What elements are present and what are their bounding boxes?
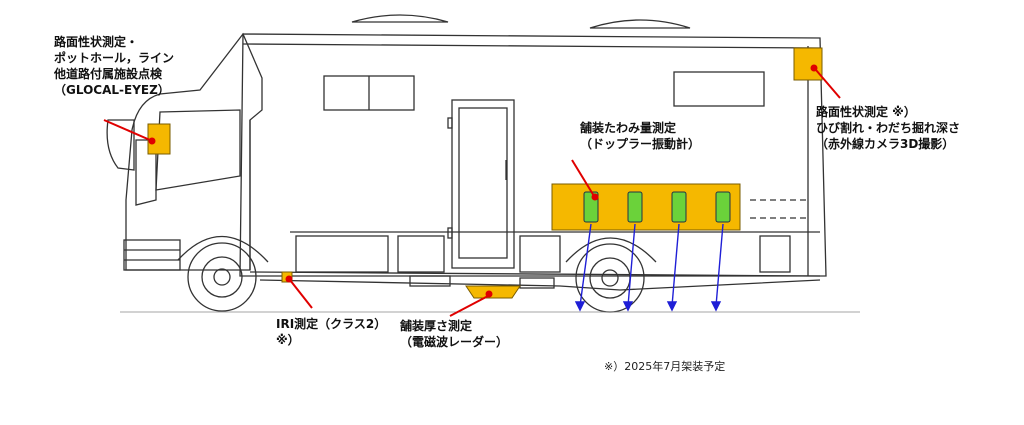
doppler-beams [574, 223, 724, 312]
label-radar: 舗装厚さ測定 （電磁波レーダー） [400, 319, 509, 349]
sensor-doppler-array [551, 183, 741, 231]
label-deflection: 舗装たわみ量測定 （ドップラー振動計） [580, 121, 701, 151]
truck-outline [106, 14, 860, 313]
label-rear-camera: 路面性状測定 ※） ひび割れ・わだち掘れ深さ （赤外線カメラ3D撮影） [816, 105, 961, 151]
sensor-rear-camera [793, 47, 823, 81]
label-iri: IRI測定（クラス2） ※） [276, 317, 387, 347]
footnote: ※）2025年7月架装予定 [604, 360, 726, 373]
leader-lines [103, 64, 841, 317]
label-glocal-eyez: 路面性状測定・ ポットホール，ライン 他道路付属施設点検 （GLOCAL-EYE… [54, 35, 175, 97]
sensor-radar [465, 285, 521, 299]
